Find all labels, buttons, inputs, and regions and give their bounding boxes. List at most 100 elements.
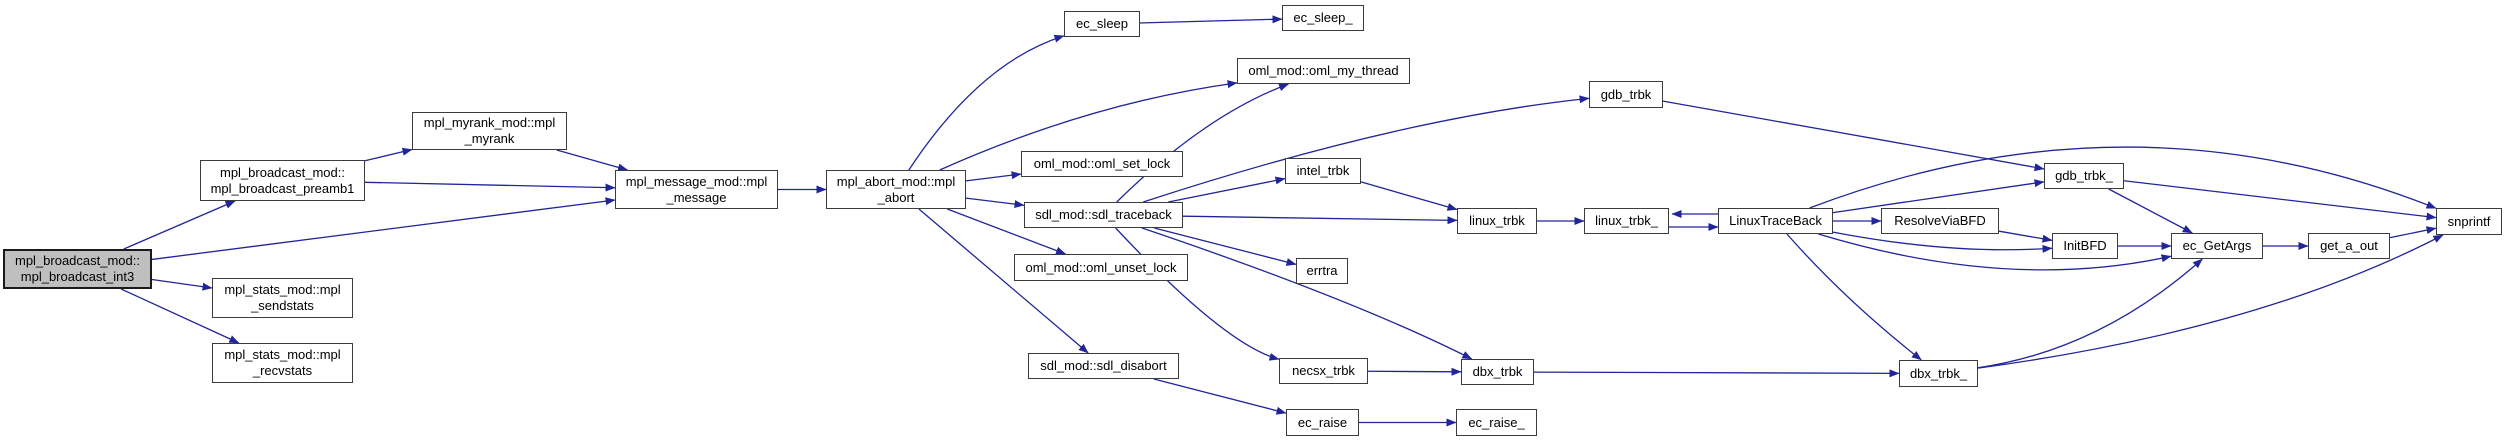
node-label: ec_sleep_ (1293, 10, 1353, 26)
node-label: mpl_message_mod::mpl (625, 173, 768, 189)
edge-dbx_trbk_-ec_GetArgs (1977, 258, 2203, 369)
node-label: mpl_myrank_mod::mpl (423, 115, 556, 131)
node-ec_raise[interactable]: ec_raise (1286, 409, 1359, 436)
edge-mpl_broadcast_preamb1-mpl_message (364, 181, 616, 192)
node-dbx_trbk_[interactable]: dbx_trbk_ (1899, 360, 1978, 387)
edge-mpl_abort-oml_my_thread (939, 80, 1238, 171)
node-ec_sleep_[interactable]: ec_sleep_ (1282, 5, 1364, 31)
node-label: ec_GetArgs (2182, 238, 2252, 254)
node-ResolveViaBFD[interactable]: ResolveViaBFD (1881, 208, 1999, 234)
node-oml_unset_lock[interactable]: oml_mod::oml_unset_lock (1014, 254, 1188, 281)
node-label: ResolveViaBFD (1894, 213, 1986, 229)
edge-mpl_abort-oml_set_lock (965, 171, 1022, 182)
node-get_a_out[interactable]: get_a_out (2308, 233, 2390, 259)
edge-get_a_out-snprintf (2389, 226, 2437, 239)
edge-mpl_abort-ec_sleep (908, 34, 1065, 171)
node-label: necsx_trbk (1292, 363, 1355, 379)
node-label: ec_raise (1297, 414, 1348, 430)
node-dbx_trbk[interactable]: dbx_trbk (1461, 359, 1534, 385)
node-label: mpl_abort_mod::mpl (836, 173, 956, 189)
node-LinuxTraceBack[interactable]: LinuxTraceBack (1718, 208, 1833, 234)
edge-sdl_traceback-oml_my_thread (1116, 83, 1289, 203)
edge-mpl_myrank-mpl_message (556, 149, 628, 172)
node-label: intel_trbk (1296, 163, 1350, 179)
node-necsx_trbk[interactable]: necsx_trbk (1279, 358, 1368, 384)
node-label: LinuxTraceBack (1729, 213, 1822, 229)
node-label: mpl_broadcast_int3 (20, 269, 135, 284)
node-gdb_trbk[interactable]: gdb_trbk (1589, 81, 1663, 108)
node-mpl_sendstats[interactable]: mpl_stats_mod::mpl_sendstats (212, 278, 353, 318)
node-label: mpl_broadcast_mod:: (14, 253, 140, 269)
node-snprintf[interactable]: snprintf (2436, 208, 2502, 235)
edge-mpl_broadcast_int3-mpl_recvstats (120, 288, 240, 344)
edge-LinuxTraceBack-gdb_trbk_ (1832, 179, 2045, 214)
node-label: oml_mod::oml_my_thread (1248, 63, 1399, 79)
node-mpl_broadcast_preamb1[interactable]: mpl_broadcast_mod::mpl_broadcast_preamb1 (200, 160, 365, 201)
node-label: gdb_trbk (1600, 86, 1652, 102)
edge-sdl_traceback-gdb_trbk (1143, 95, 1590, 203)
edge-mpl_broadcast_int3-mpl_sendstats (151, 278, 213, 291)
edge-dbx_trbk-dbx_trbk_ (1533, 369, 1900, 378)
edge-sdl_disabort-ec_raise (1153, 378, 1287, 415)
node-mpl_myrank[interactable]: mpl_myrank_mod::mpl_myrank (412, 112, 567, 150)
node-sdl_disabort[interactable]: sdl_mod::sdl_disabort (1028, 353, 1179, 379)
node-label: errtra (1306, 263, 1338, 279)
node-label: InitBFD (2063, 238, 2107, 254)
edge-sdl_traceback-errtra (1154, 227, 1297, 266)
node-errtra[interactable]: errtra (1296, 258, 1348, 284)
edge-sdl_traceback-linux_trbk (1182, 215, 1458, 225)
node-label: linux_trbk (1469, 213, 1525, 229)
edge-sdl_traceback-intel_trbk (1168, 176, 1286, 203)
node-InitBFD[interactable]: InitBFD (2052, 233, 2118, 259)
node-label: mpl_stats_mod::mpl (224, 282, 341, 298)
node-ec_GetArgs[interactable]: ec_GetArgs (2171, 233, 2263, 259)
edge-gdb_trbk-gdb_trbk_ (1662, 100, 2045, 172)
node-label: gdb_trbk_ (2055, 168, 2113, 184)
node-intel_trbk[interactable]: intel_trbk (1285, 158, 1361, 184)
node-label: linux_trbk_ (1595, 213, 1658, 229)
edge-LinuxTraceBack-snprintf (1809, 146, 2437, 209)
node-label: _abort (877, 189, 915, 205)
node-label: mpl_broadcast_preamb1 (210, 180, 355, 196)
edge-LinuxTraceBack-InitBFD (1832, 231, 2053, 253)
node-label: mpl_broadcast_mod:: (219, 164, 345, 180)
node-mpl_abort[interactable]: mpl_abort_mod::mpl_abort (826, 170, 966, 209)
edge-mpl_broadcast_int3-mpl_broadcast_preamb1 (123, 200, 236, 250)
node-label: oml_mod::oml_unset_lock (1025, 259, 1177, 275)
node-label: _myrank (464, 131, 515, 146)
node-label: ec_raise_ (1468, 414, 1525, 430)
node-mpl_recvstats[interactable]: mpl_stats_mod::mpl_recvstats (212, 343, 353, 383)
edge-mpl_abort-oml_unset_lock (947, 208, 1066, 255)
node-ec_raise_[interactable]: ec_raise_ (1456, 409, 1537, 436)
node-label: oml_mod::oml_set_lock (1033, 156, 1171, 172)
edge-mpl_abort-sdl_disabort (918, 208, 1089, 354)
node-label: _message (666, 189, 727, 205)
node-mpl_message[interactable]: mpl_message_mod::mpl_message (615, 170, 778, 209)
edge-mpl_broadcast_int3-mpl_message (151, 197, 616, 261)
node-sdl_traceback[interactable]: sdl_mod::sdl_traceback (1024, 202, 1183, 228)
edge-sdl_traceback-dbx_trbk (1141, 227, 1473, 360)
edge-intel_trbk-linux_trbk (1360, 181, 1458, 211)
edge-mpl_broadcast_preamb1-mpl_myrank (364, 147, 413, 162)
edge-gdb_trbk_-ec_GetArgs (2108, 188, 2193, 234)
edge-necsx_trbk-dbx_trbk (1367, 367, 1462, 376)
edge-LinuxTraceBack-ec_GetArgs (1818, 233, 2172, 271)
node-linux_trbk[interactable]: linux_trbk (1457, 208, 1537, 234)
node-label: _sendstats (251, 298, 314, 313)
edge-gdb_trbk_-snprintf (2123, 180, 2437, 221)
edge-LinuxTraceBack-dbx_trbk_ (1786, 233, 1922, 361)
node-oml_set_lock[interactable]: oml_mod::oml_set_lock (1021, 151, 1183, 177)
node-label: dbx_trbk_ (1909, 365, 1968, 381)
edge-ResolveViaBFD-InitBFD (1998, 230, 2053, 243)
node-label: ec_sleep (1075, 16, 1129, 32)
node-label: sdl_mod::sdl_disabort (1040, 358, 1167, 374)
node-oml_my_thread[interactable]: oml_mod::oml_my_thread (1237, 58, 1410, 84)
node-ec_sleep[interactable]: ec_sleep (1064, 11, 1140, 37)
edge-ec_sleep-ec_sleep_ (1139, 15, 1283, 24)
edge-mpl_abort-sdl_traceback (965, 197, 1025, 209)
node-label: mpl_stats_mod::mpl (224, 347, 341, 363)
node-linux_trbk_[interactable]: linux_trbk_ (1584, 208, 1669, 234)
node-mpl_broadcast_int3: mpl_broadcast_mod::mpl_broadcast_int3 (3, 249, 152, 289)
node-gdb_trbk_[interactable]: gdb_trbk_ (2044, 163, 2124, 189)
